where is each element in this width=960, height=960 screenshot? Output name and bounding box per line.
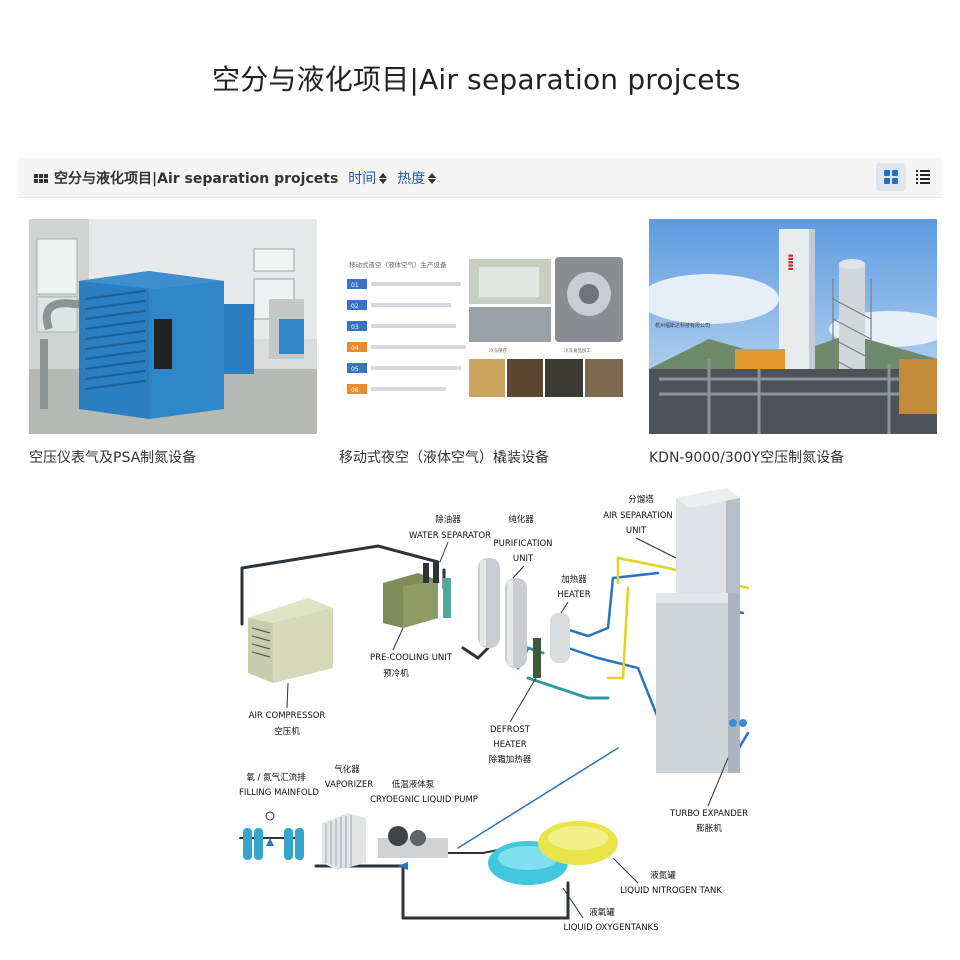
sort-by-time-button[interactable]: 时间 <box>348 168 388 188</box>
diagram-label: 除霜加热器 <box>489 754 532 765</box>
slide-step: 03 <box>351 324 359 331</box>
toolbar-left: 空分与液化项目|Air separation projcets 时间 热度 <box>34 168 437 188</box>
project-card[interactable]: ▮▮▮▮▮ 杭州福斯达科技有限公司 KDN-9000/300Y空压制氮设备 <box>649 219 937 466</box>
sort-heat-label: 热度 <box>397 171 426 187</box>
diagram-label: 膨胀机 <box>696 823 722 834</box>
diagram-label: 纯化器 <box>508 514 534 525</box>
svg-text:▮▮▮▮▮: ▮▮▮▮▮ <box>787 254 794 271</box>
list-view-button[interactable] <box>908 163 938 191</box>
air-separation-process-diagram: 分馏塔 AIR SEPARATION UNIT 除油器 WATER SEPARA… <box>239 488 750 933</box>
diagram-label: HEATER <box>557 590 590 600</box>
diagram-label: UNIT <box>513 554 534 564</box>
card-caption[interactable]: KDN-9000/300Y空压制氮设备 <box>649 450 845 466</box>
slide-caption: 冷冻食品加工 <box>564 347 591 354</box>
slide-step: 05 <box>351 366 359 373</box>
diagram-label: WATER SEPARATOR <box>409 531 491 541</box>
diagram-label: FILLING MAINFOLD <box>239 788 319 798</box>
list-toolbar: 空分与液化项目|Air separation projcets 时间 热度 <box>18 158 942 198</box>
diagram-label: CRYOEGNIC LIQUID PUMP <box>370 795 478 805</box>
diagram-label: 液氮罐 <box>650 870 676 881</box>
diagram-label: AIR COMPRESSOR <box>249 711 326 721</box>
sort-time-label: 时间 <box>348 171 377 187</box>
diagram-label: 空压机 <box>274 726 300 737</box>
diagram-label: 氧 / 氮气汇流排 <box>246 772 306 783</box>
slide-step: 04 <box>351 345 359 352</box>
card-caption[interactable]: 移动式夜空（液体空气）橇装设备 <box>339 450 549 466</box>
diagram-label: 除油器 <box>435 514 461 525</box>
diagram-label: VAPORIZER <box>325 780 374 790</box>
grid-view-button[interactable] <box>876 163 906 191</box>
diagram-label: 低温液体泵 <box>392 779 435 790</box>
sort-arrows-icon <box>428 172 437 184</box>
diagram-label: LIQUID OXYGENTANKS <box>563 923 658 933</box>
page-title: 空分与液化项目|Air separation projcets <box>212 63 741 96</box>
photo-company-text: 杭州福斯达科技有限公司 <box>655 322 710 329</box>
slide-step: 02 <box>351 303 359 310</box>
diagram-label: PURIFICATION <box>494 539 553 549</box>
list-view-icon <box>916 170 930 184</box>
diagram-label: 分馏塔 <box>628 494 654 505</box>
liquid-air-slides-photo[interactable]: 移动式液空（液体空气）生产设备 01 02 03 04 05 06 冷冻保存 冷… <box>339 219 627 434</box>
compressor-room-photo[interactable] <box>29 219 317 434</box>
slide-caption: 冷冻保存 <box>489 347 507 354</box>
diagram-label: 预冷机 <box>383 668 409 679</box>
diagram-label: UNIT <box>626 526 647 536</box>
diagram-label: 气化器 <box>334 764 360 775</box>
grid-view-icon <box>884 170 898 184</box>
diagram-label: TURBO EXPANDER <box>669 809 748 819</box>
slide-title: 移动式液空（液体空气）生产设备 <box>349 260 447 269</box>
diagram-label: 加热器 <box>561 574 587 585</box>
diagram-label: LIQUID NITROGEN TANK <box>620 886 722 896</box>
sort-arrows-icon <box>379 172 388 184</box>
slide-step: 06 <box>351 387 359 394</box>
diagram-label: DEFROST <box>490 725 531 735</box>
sort-by-heat-button[interactable]: 热度 <box>397 168 437 188</box>
diagram-label: PRE-COOLING UNIT <box>370 653 453 663</box>
card-caption[interactable]: 空压仪表气及PSA制氮设备 <box>29 450 197 466</box>
project-card[interactable]: 移动式液空（液体空气）生产设备 01 02 03 04 05 06 冷冻保存 冷… <box>339 219 627 466</box>
project-card[interactable]: 空压仪表气及PSA制氮设备 <box>29 219 317 466</box>
slide-step: 01 <box>351 282 359 289</box>
diagram-label: HEATER <box>493 740 526 750</box>
category-heading: 空分与液化项目|Air separation projcets <box>54 171 339 187</box>
diagram-label: AIR SEPARATION <box>603 511 673 521</box>
diagram-label: 液氧罐 <box>589 907 615 918</box>
category-grid-icon <box>34 173 48 183</box>
air-separation-tower-photo[interactable]: ▮▮▮▮▮ 杭州福斯达科技有限公司 <box>649 219 937 434</box>
